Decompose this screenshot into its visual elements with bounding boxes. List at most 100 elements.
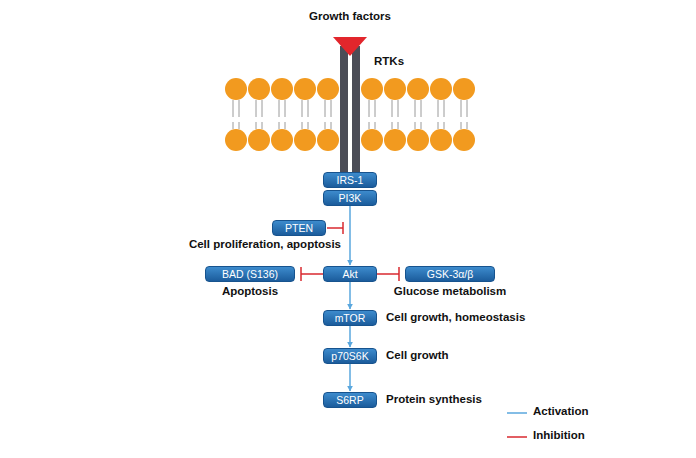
lipid-head — [407, 78, 429, 100]
lipid-bilayer — [225, 78, 475, 151]
function-label: Protein synthesis — [386, 393, 482, 407]
lipid-tail — [233, 100, 234, 117]
rtk-bar — [352, 46, 360, 174]
lipid-head — [361, 129, 383, 151]
lipid-tail — [415, 100, 416, 117]
lipid-head — [294, 78, 316, 100]
function-label: Cell proliferation, apoptosis — [189, 238, 341, 252]
lipid-head — [384, 129, 406, 151]
lipid-tail — [331, 100, 332, 117]
lipid-tail — [308, 100, 309, 117]
lipid-tail — [398, 100, 399, 117]
lipid-tail — [279, 122, 280, 129]
lipid-head — [248, 78, 270, 100]
protein-box: PI3K — [323, 190, 377, 206]
activation-connector — [350, 206, 351, 265]
protein-name: Akt — [342, 269, 357, 280]
protein-name: BAD (S136) — [222, 269, 278, 280]
lipid-tail — [369, 100, 370, 117]
legend-label: Activation — [533, 405, 589, 419]
protein-name: GSK-3α/β — [427, 269, 474, 280]
lipid-tail — [279, 100, 280, 117]
protein-box: p70S6K — [323, 348, 377, 364]
protein-name: IRS-1 — [337, 175, 364, 186]
lipid-tail — [239, 122, 240, 129]
lipid-tail — [331, 122, 332, 129]
protein-name: mTOR — [335, 313, 366, 324]
lipid-head — [453, 78, 475, 100]
protein-box: IRS-1 — [323, 172, 377, 188]
growth-factor-ligand — [333, 37, 367, 56]
lipid-head — [317, 78, 339, 100]
activation-connector — [350, 326, 351, 347]
function-label: Glucose metabolism — [394, 285, 506, 299]
protein-name: PI3K — [339, 193, 362, 204]
lipid-tail — [438, 100, 439, 117]
lipid-tail — [467, 122, 468, 129]
lipid-tail — [461, 122, 462, 129]
lipid-head — [248, 129, 270, 151]
lipid-tail — [262, 122, 263, 129]
lipid-tail — [438, 122, 439, 129]
lipid-head — [225, 78, 247, 100]
lipid-head — [294, 129, 316, 151]
lipid-tail — [461, 100, 462, 117]
lipid-tail — [444, 122, 445, 129]
lipid-head — [271, 78, 293, 100]
protein-box: PTEN — [272, 220, 326, 236]
lipid-tail — [262, 100, 263, 117]
lipid-tail — [285, 122, 286, 129]
protein-box: GSK-3α/β — [405, 266, 495, 282]
protein-box: S6RP — [323, 392, 377, 408]
function-label: Cell growth, homeostasis — [386, 311, 525, 325]
lipid-tail — [444, 100, 445, 117]
activation-connector — [350, 364, 351, 391]
lipid-tail — [256, 122, 257, 129]
lipid-tail — [467, 100, 468, 117]
inhibition-connector — [301, 267, 323, 281]
inhibition-connector — [377, 267, 399, 281]
protein-name: p70S6K — [331, 351, 368, 362]
lipid-tail — [239, 100, 240, 117]
lipid-tail — [421, 100, 422, 117]
protein-box: BAD (S136) — [205, 266, 295, 282]
lipid-tail — [392, 122, 393, 129]
lipid-tail — [398, 122, 399, 129]
receptor-label: RTKs — [374, 55, 404, 69]
lipid-tail — [375, 100, 376, 117]
lipid-tail — [233, 122, 234, 129]
lipid-head — [361, 78, 383, 100]
legend-label: Inhibition — [533, 429, 585, 443]
lipid-tail — [375, 122, 376, 129]
function-label: Cell growth — [386, 349, 449, 363]
protein-name: S6RP — [336, 395, 363, 406]
function-label: Apoptosis — [222, 285, 278, 299]
lipid-tail — [325, 122, 326, 129]
title-label: Growth factors — [309, 10, 391, 24]
lipid-tail — [415, 122, 416, 129]
pten-inhibition-bar — [342, 222, 344, 234]
lipid-tail — [302, 122, 303, 129]
lipid-head — [430, 78, 452, 100]
protein-box: mTOR — [323, 310, 377, 326]
lipid-head — [453, 129, 475, 151]
lipid-tail — [256, 100, 257, 117]
legend-inhibition-sample — [507, 436, 527, 438]
lipid-head — [407, 129, 429, 151]
lipid-tail — [325, 100, 326, 117]
lipid-head — [317, 129, 339, 151]
pten-inhibition-line — [327, 227, 343, 229]
lipid-tail — [302, 100, 303, 117]
protein-name: PTEN — [285, 223, 313, 234]
lipid-head — [271, 129, 293, 151]
activation-connector — [350, 282, 351, 309]
protein-box: Akt — [323, 266, 377, 282]
lipid-tail — [421, 122, 422, 129]
lipid-head — [225, 129, 247, 151]
lipid-tail — [308, 122, 309, 129]
lipid-head — [430, 129, 452, 151]
lipid-tail — [369, 122, 370, 129]
legend-activation-sample — [507, 412, 527, 414]
